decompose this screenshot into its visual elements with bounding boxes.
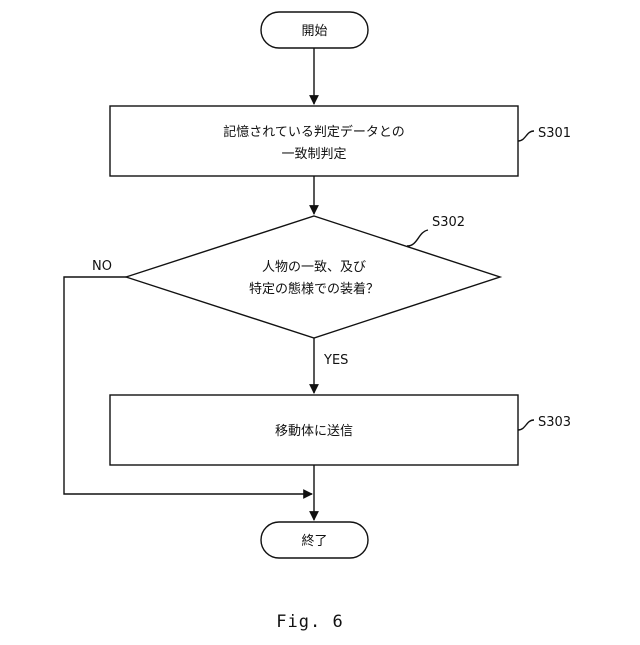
process-s303: 移動体に送信 S303 bbox=[110, 395, 571, 465]
process-s301: 記憶されている判定データとの 一致制判定 S301 bbox=[110, 106, 571, 176]
decision-s302-text-line1: 人物の一致、及び bbox=[262, 260, 366, 275]
figure-caption: Fig. 6 bbox=[276, 612, 343, 632]
end-terminal: 終了 bbox=[261, 522, 368, 558]
ref-label-s301: S301 bbox=[538, 126, 571, 141]
process-s303-text-line1: 移動体に送信 bbox=[275, 424, 353, 439]
process-s301-text-line2: 一致制判定 bbox=[281, 147, 346, 162]
end-terminal-label: 終了 bbox=[301, 533, 327, 549]
process-s301-box bbox=[110, 106, 518, 176]
decision-s302-text-line2: 特定の態様での装着？ bbox=[249, 281, 379, 297]
decision-s302-diamond bbox=[126, 216, 500, 338]
decision-s302: 人物の一致、及び 特定の態様での装着？ S302 bbox=[126, 215, 500, 338]
no-branch-label: NO bbox=[92, 259, 112, 274]
start-terminal: 開始 bbox=[261, 12, 368, 48]
ref-label-s302: S302 bbox=[432, 215, 465, 230]
process-s301-text-line1: 記憶されている判定データとの bbox=[223, 124, 404, 140]
start-terminal-label: 開始 bbox=[301, 24, 327, 39]
yes-branch-label: YES bbox=[323, 353, 348, 368]
ref-leader-s303 bbox=[518, 420, 534, 430]
ref-leader-s301 bbox=[518, 131, 534, 141]
ref-leader-s302 bbox=[407, 230, 428, 246]
ref-label-s303: S303 bbox=[538, 415, 571, 430]
